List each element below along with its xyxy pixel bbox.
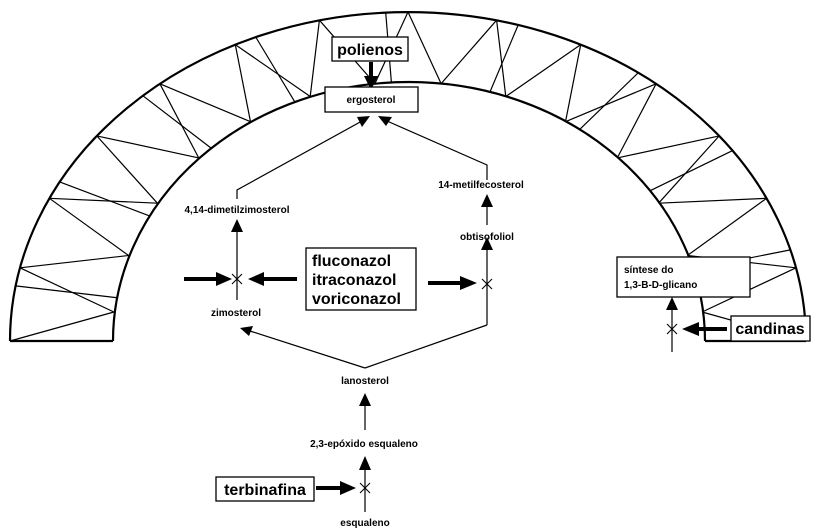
truss-line bbox=[96, 135, 199, 159]
label-sintese-line2: 1,3-B-D-glicano bbox=[624, 280, 697, 291]
label-polienos: polienos bbox=[337, 42, 403, 59]
thick-arrowhead-polienos bbox=[364, 76, 378, 90]
candinas-box bbox=[730, 315, 811, 342]
label-esqualeno: esqualeno bbox=[340, 518, 389, 529]
truss-line bbox=[407, 11, 442, 84]
thick-arrowhead-candinas bbox=[682, 322, 699, 336]
label-fluconazol: fluconazol bbox=[312, 253, 391, 270]
label-zimosterol: zimosterol bbox=[211, 308, 261, 319]
truss-line bbox=[142, 95, 212, 149]
truss-line bbox=[59, 181, 150, 217]
arrowhead-lanosterol bbox=[359, 393, 371, 406]
label-obtisofoliol: obtisofoliol bbox=[460, 232, 514, 243]
cell-wall-arch bbox=[8, 10, 808, 343]
truss-line bbox=[565, 83, 657, 123]
label-voriconazol: voriconazol bbox=[312, 291, 401, 308]
thick-arrowhead-azole-right bbox=[460, 276, 477, 290]
thick-arrowhead-terbinafina bbox=[340, 481, 356, 495]
truss-line bbox=[489, 24, 519, 93]
truss-line bbox=[15, 285, 117, 299]
truss-line bbox=[617, 135, 720, 159]
truss-line bbox=[96, 135, 158, 204]
thick-arrowhead-azole-left bbox=[248, 272, 264, 286]
cell-wall-inner-arc bbox=[111, 80, 707, 342]
azole-drugs-box bbox=[305, 247, 417, 311]
ergosterol-box bbox=[324, 86, 419, 113]
truss-line bbox=[159, 83, 200, 159]
inhibition-cross-terbinafina bbox=[359, 482, 371, 494]
truss-line bbox=[616, 83, 657, 159]
truss-line bbox=[9, 311, 115, 342]
truss-line bbox=[496, 20, 507, 97]
truss-line bbox=[309, 20, 320, 97]
label-metilfecosterol: 14-metilfecosterol bbox=[438, 180, 524, 191]
truss-line bbox=[578, 72, 639, 131]
truss-line bbox=[159, 83, 251, 123]
pathway-arrows bbox=[184, 62, 727, 512]
inhibition-cross-azole-left bbox=[231, 273, 243, 285]
truss-line bbox=[658, 135, 720, 204]
arrow-lanosterol-to-zimosterol bbox=[249, 330, 366, 369]
label-dimetilzimosterol: 4,14-dimetilzimosterol bbox=[184, 205, 289, 216]
truss-line bbox=[255, 36, 296, 103]
arrowhead-metilfecosterol bbox=[481, 194, 493, 207]
truss-line bbox=[234, 44, 311, 97]
arrowhead-dimetilzimosterol bbox=[231, 219, 243, 232]
label-epoxido: 2,3-epóxido esqualeno bbox=[310, 439, 418, 450]
thick-arrowhead-left-into-cross bbox=[216, 272, 232, 286]
arrowhead-obtisofoliol bbox=[481, 237, 493, 250]
polienos-box bbox=[331, 36, 409, 62]
label-candinas: candinas bbox=[735, 321, 804, 338]
arrowhead-ergosterol-left bbox=[357, 116, 370, 127]
truss-line bbox=[687, 197, 767, 256]
truss-line bbox=[564, 44, 582, 122]
label-sintese-line1: síntese do bbox=[624, 265, 673, 276]
truss-line bbox=[234, 44, 252, 122]
label-terbinafina: terbinafina bbox=[224, 482, 306, 499]
arrowhead-ergosterol-right bbox=[378, 116, 392, 126]
truss-line bbox=[19, 254, 129, 269]
arrowhead-epoxido bbox=[359, 456, 371, 470]
truss-line bbox=[49, 197, 158, 204]
truss-line bbox=[19, 267, 115, 313]
label-itraconazol: itraconazol bbox=[312, 272, 396, 289]
glucan-synthesis-box bbox=[616, 256, 751, 298]
label-lanosterol: lanosterol bbox=[341, 376, 389, 387]
truss-line bbox=[49, 197, 129, 256]
truss-line bbox=[658, 197, 767, 204]
arrowhead-glucan-synthesis bbox=[666, 297, 678, 310]
truss-line bbox=[440, 19, 498, 84]
truss-line bbox=[505, 44, 582, 97]
inhibition-cross-azole-right bbox=[481, 278, 493, 290]
terbinafina-box bbox=[215, 476, 315, 502]
arrow-dimetilzimosterol-to-ergosterol bbox=[236, 120, 363, 199]
arrow-lanosterol-to-right-branch bbox=[364, 324, 488, 369]
truss-line bbox=[649, 150, 733, 192]
arrowhead-zimosterol bbox=[240, 326, 253, 336]
arrow-metilfecosterol-to-ergosterol bbox=[386, 120, 488, 180]
cell-wall-truss-lines bbox=[9, 11, 807, 342]
label-ergosterol: ergosterol bbox=[347, 95, 396, 106]
